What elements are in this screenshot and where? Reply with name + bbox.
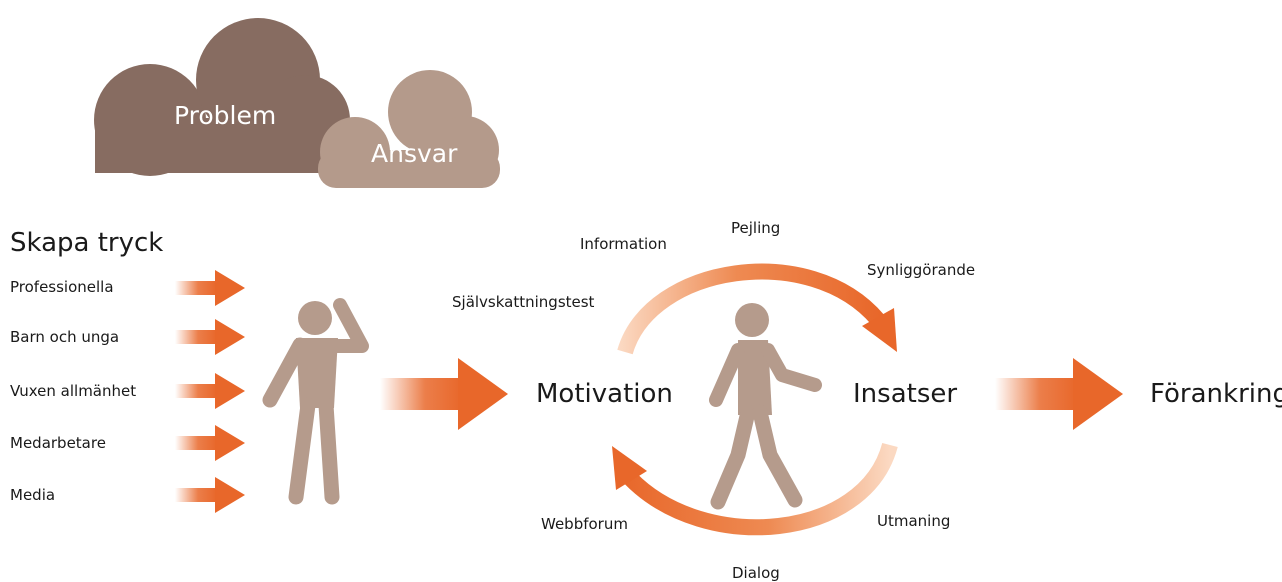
label-information: Information (580, 235, 667, 253)
label-utmaning: Utmaning (877, 512, 951, 530)
arrow-to-motivation (380, 358, 508, 430)
pressure-item-media: Media (10, 486, 56, 504)
thinking-figure (262, 298, 369, 505)
pressure-arrow-3 (175, 373, 245, 409)
ansvar-cloud (318, 70, 500, 188)
pressure-arrow-2 (175, 319, 245, 355)
pressure-arrows (175, 270, 245, 513)
pressure-item-barn-och-unga: Barn och unga (10, 328, 120, 346)
arrow-to-forankring (995, 358, 1123, 430)
pressure-arrow-5 (175, 477, 245, 513)
label-forankring: Förankring (1150, 379, 1282, 409)
pressure-item-professionella: Professionella (10, 278, 114, 296)
label-motivation: Motivation (536, 379, 673, 409)
label-dialog: Dialog (732, 564, 780, 582)
walking-figure (709, 303, 822, 510)
label-synliggorande: Synliggörande (867, 261, 976, 279)
cloud-problem-label: Problem (174, 101, 277, 130)
label-webbforum: Webbforum (541, 515, 628, 533)
pressure-title: Skapa tryck (10, 228, 164, 258)
pressure-arrow-1 (175, 270, 245, 306)
label-pejling: Pejling (731, 219, 781, 237)
label-insatser: Insatser (853, 379, 958, 409)
cloud-ansvar-label: Ansvar (371, 139, 458, 168)
problem-cloud (94, 18, 350, 176)
pressure-item-vuxen-allmanhet: Vuxen allmänhet (10, 382, 137, 400)
cycle-arcs (612, 263, 898, 536)
label-sjalvskattningstest: Självskattningstest (452, 293, 595, 311)
pressure-item-medarbetare: Medarbetare (10, 434, 106, 452)
pressure-arrow-4 (175, 425, 245, 461)
